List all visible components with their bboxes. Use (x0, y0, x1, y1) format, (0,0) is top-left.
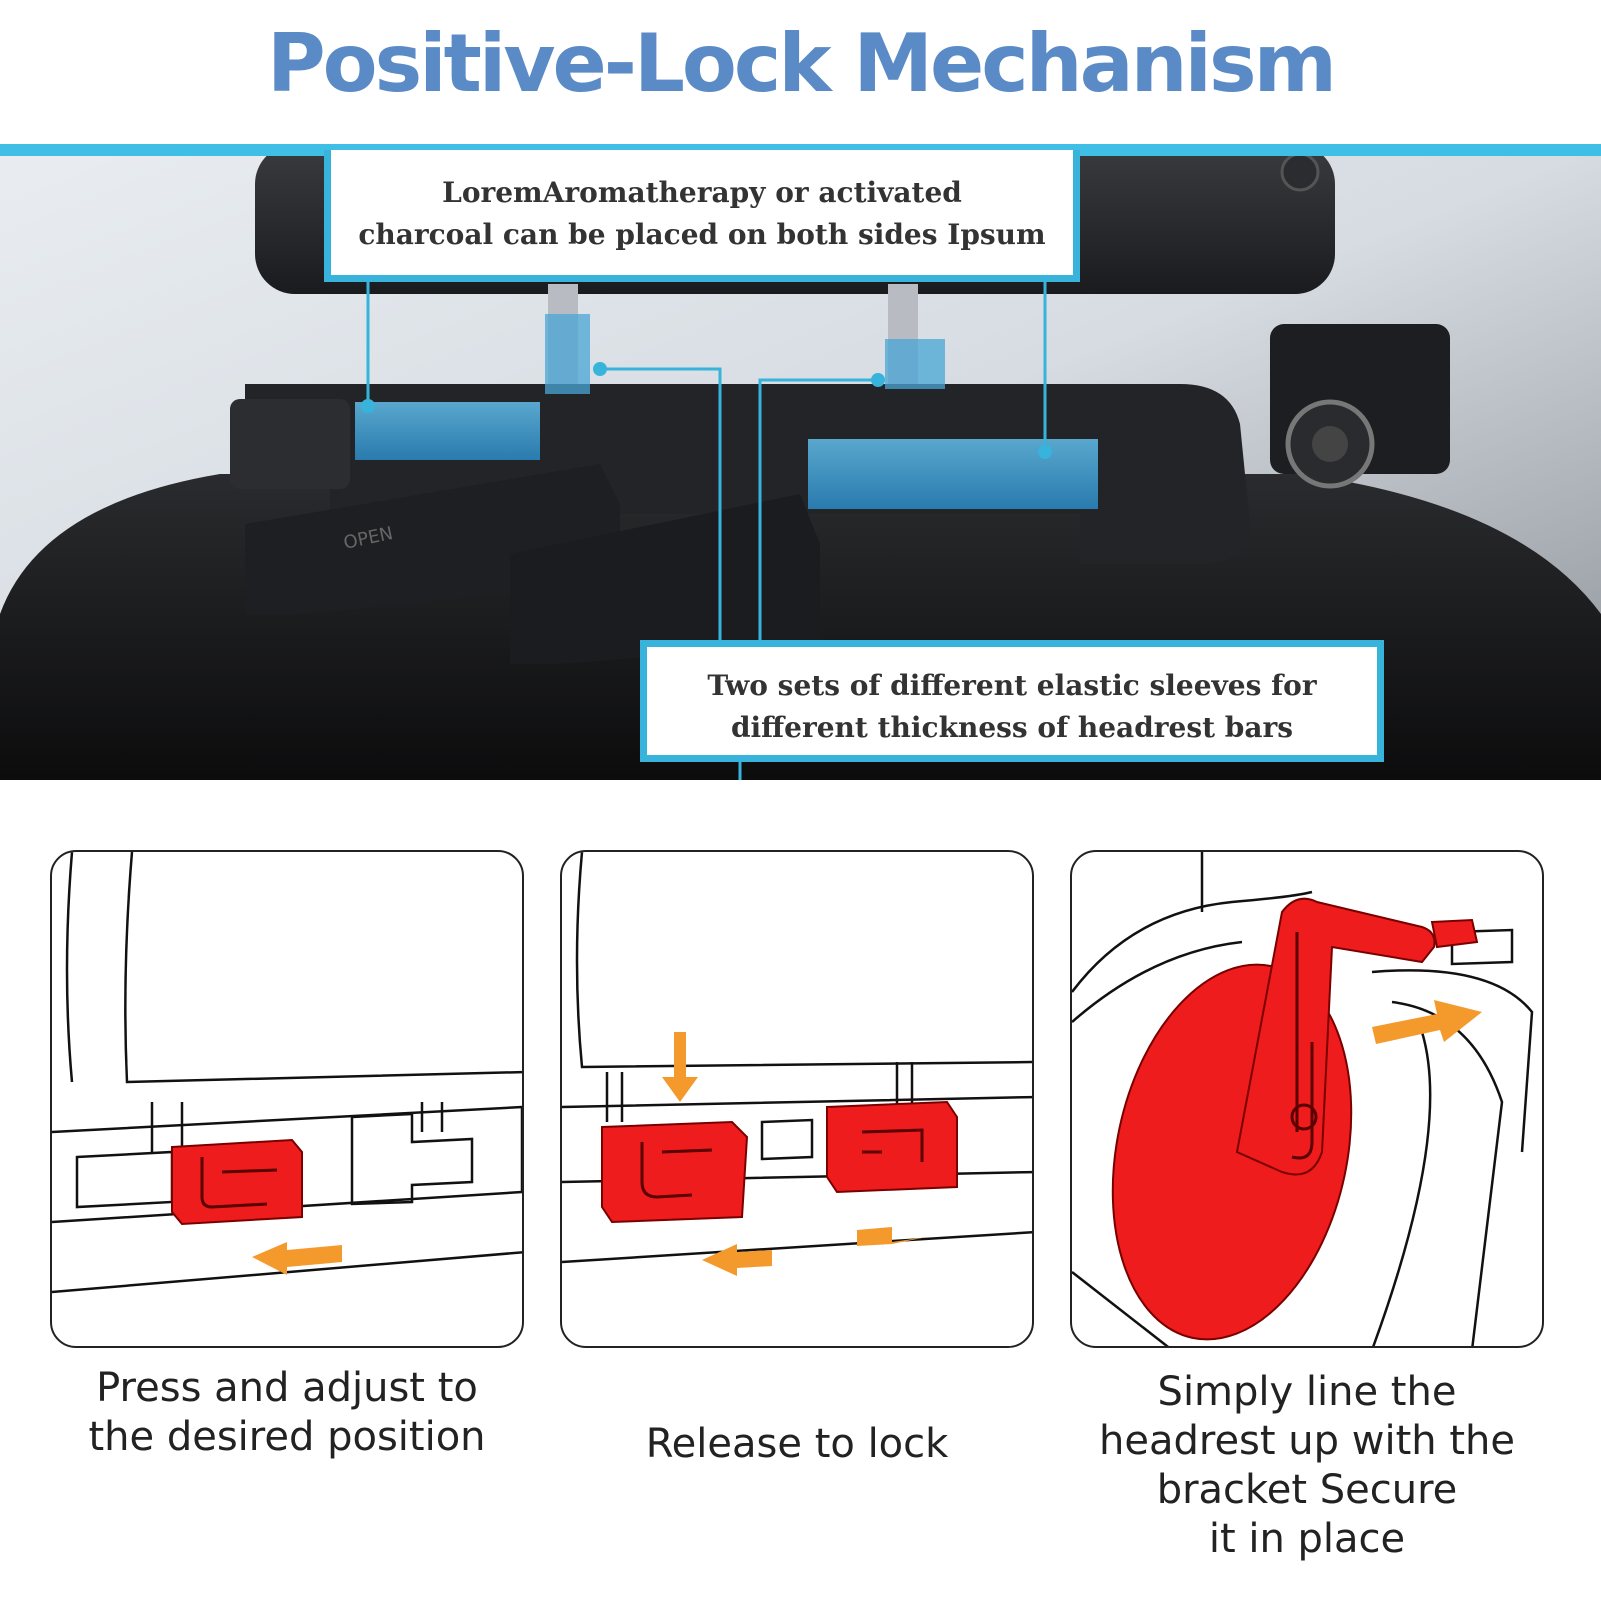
arrow-left-icon (702, 1244, 772, 1276)
callout-aromatherapy-line1: LoremAromatherapy or activated (442, 176, 962, 209)
step3-caption-line1: Simply line the (1157, 1369, 1457, 1415)
step2-highlights (601, 1032, 958, 1276)
arrow-right-icon (1372, 1000, 1482, 1044)
callout-elastic-sleeves: Two sets of different elastic sleeves fo… (640, 640, 1384, 762)
arrow-left-icon (252, 1242, 342, 1275)
mount-disc-red (1111, 963, 1353, 1341)
step1-caption-line1: Press and adjust to (96, 1365, 478, 1411)
step3-caption: Simply line the headrest up with the bra… (1060, 1368, 1554, 1564)
step3-highlights (1111, 897, 1482, 1341)
elastic-sleeve-right (808, 439, 1098, 509)
step2-drawing (562, 852, 1032, 1264)
step-panel-align-secure (1070, 850, 1544, 1348)
bracket-arm-red (1235, 897, 1436, 1176)
elastic-sleeve-left (355, 402, 540, 460)
step1-caption-line2: the desired position (88, 1414, 486, 1460)
step1-highlights (171, 1138, 342, 1275)
callout-aromatherapy-line2: charcoal can be placed on both sides Ips… (358, 218, 1046, 251)
step-panel-press-adjust (50, 850, 524, 1348)
bracket-clip-right-red (826, 1100, 958, 1194)
lock-pin-red (1430, 918, 1479, 949)
step2-caption: Release to lock (560, 1420, 1034, 1469)
arrow-right-icon (857, 1227, 927, 1246)
callout-elastic-sleeves-line1: Two sets of different elastic sleeves fo… (707, 669, 1317, 702)
step1-caption: Press and adjust to the desired position (40, 1364, 534, 1462)
step3-caption-line4: it in place (1208, 1516, 1406, 1562)
bracket-clip-red (171, 1138, 303, 1226)
bracket-clip-left-red (601, 1120, 749, 1224)
arrow-down-icon (662, 1032, 698, 1102)
step-panel-release-lock (560, 850, 1034, 1348)
callout-aromatherapy: LoremAromatherapy or activated charcoal … (324, 150, 1080, 282)
step3-drawing (1072, 852, 1534, 1346)
page-title: Positive-Lock Mechanism (267, 17, 1337, 110)
step3-caption-line3: bracket Secure (1156, 1467, 1458, 1513)
bracket-arm-right (510, 494, 820, 664)
step3-caption-line2: headrest up with the (1099, 1418, 1515, 1464)
callout-elastic-sleeves-line2: different thickness of headrest bars (730, 711, 1294, 744)
step2-caption-line1: Release to lock (645, 1421, 949, 1467)
